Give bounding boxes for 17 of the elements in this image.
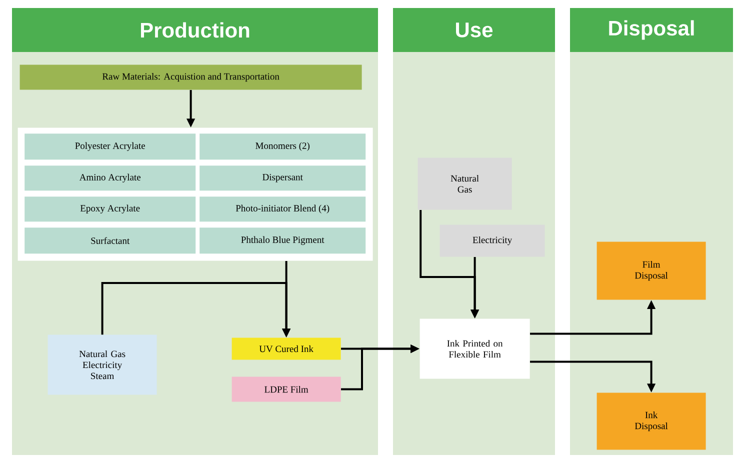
table-cell: Polyester Acrylate — [24, 134, 196, 160]
process-box: Film Disposal — [596, 242, 706, 300]
process-box: Ink Disposal — [596, 392, 706, 450]
table-cell: Photo-initiator Blend (4) — [200, 196, 366, 222]
process-box: LDPE Film — [232, 376, 341, 402]
process-box: Ink Printed on Flexible Film — [420, 318, 530, 379]
table-cell: Epoxy Acrylate — [24, 196, 196, 222]
process-box: Raw Materials: Acquistion and Transportation — [20, 64, 362, 90]
table-cell: Surfactant — [24, 228, 196, 254]
process-box: Electricity — [440, 224, 545, 257]
table-cell: Monomers (2) — [200, 134, 366, 160]
process-box: Natural Gas — [418, 158, 512, 210]
process-box: UV Cured Ink — [232, 338, 341, 360]
process-box: Natural Gas Electricity Steam — [48, 334, 157, 395]
table-cell: Dispersant — [200, 166, 366, 191]
table-cell: Phthalo Blue Pigment — [200, 228, 366, 254]
table-cell: Amino Acrylate — [24, 166, 196, 191]
